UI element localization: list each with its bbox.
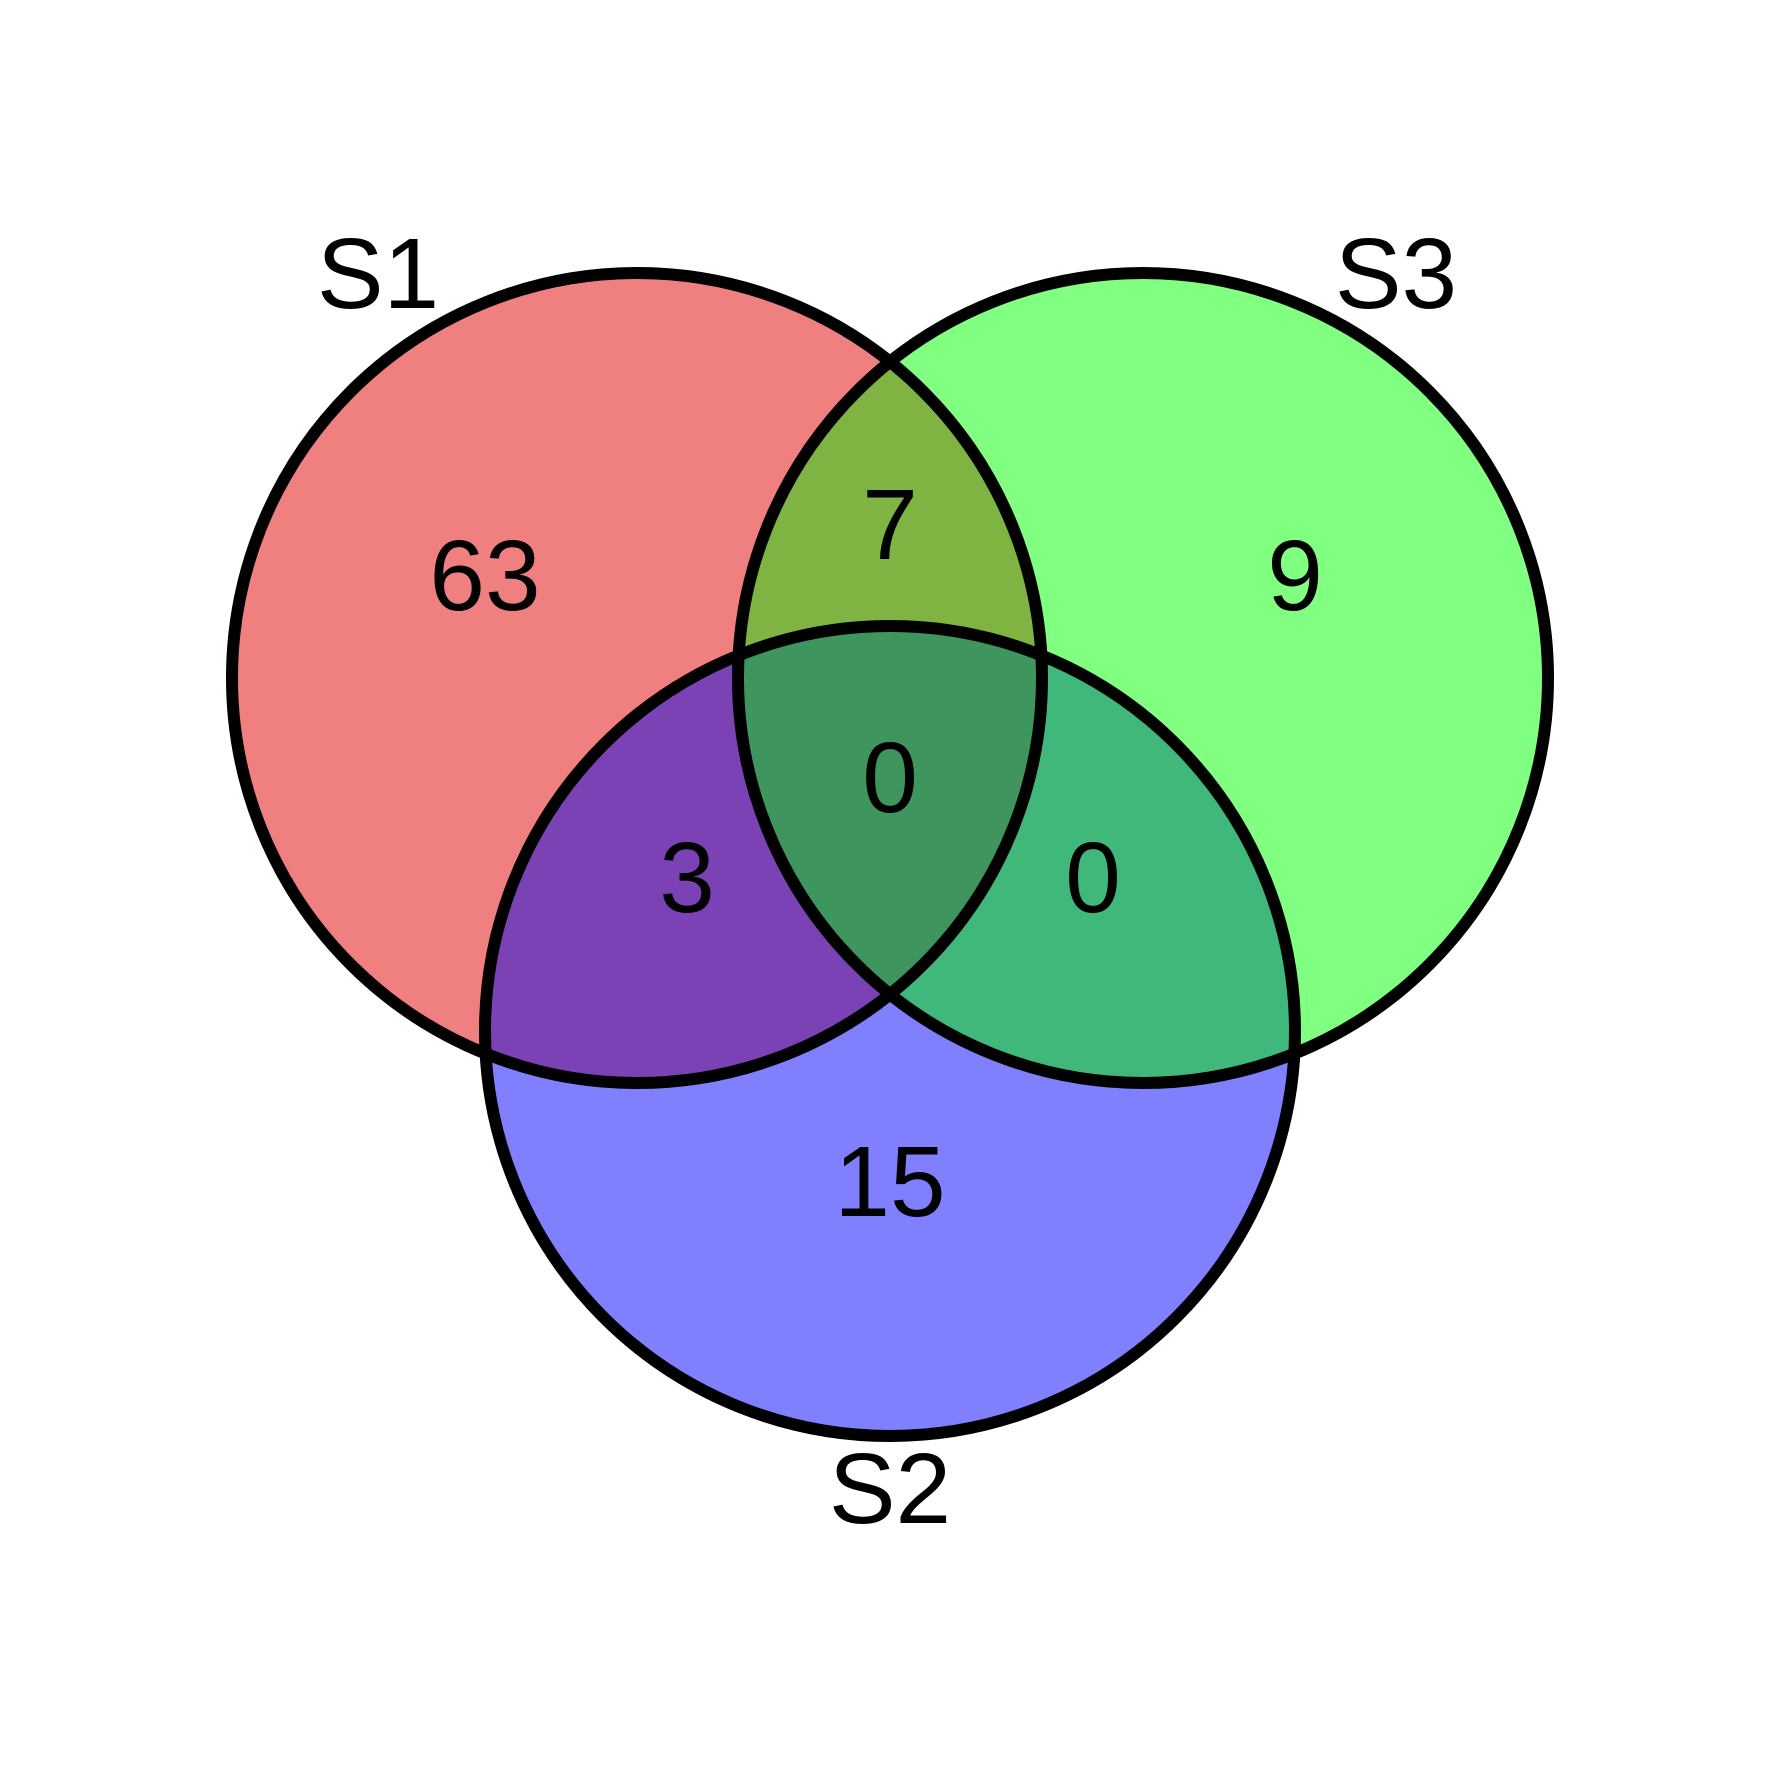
region-s1-s2-count: 3 <box>659 822 715 934</box>
set-s2-label: S2 <box>829 1433 951 1545</box>
region-s1-only-count: 63 <box>429 520 540 632</box>
region-s1-s3-count: 7 <box>862 469 918 581</box>
set-s2-outline <box>479 620 1301 1442</box>
region-s3-only-count: 9 <box>1267 520 1323 632</box>
set-s3-outline <box>732 267 1554 1089</box>
set-s1-label: S1 <box>317 218 439 330</box>
region-s2-only-count: 15 <box>834 1126 945 1238</box>
set-s1-outline <box>226 267 1048 1089</box>
region-s2-s3-count: 0 <box>1065 822 1121 934</box>
region-s1-s2-s3-count: 0 <box>862 722 918 834</box>
set-s3-label: S3 <box>1335 218 1457 330</box>
